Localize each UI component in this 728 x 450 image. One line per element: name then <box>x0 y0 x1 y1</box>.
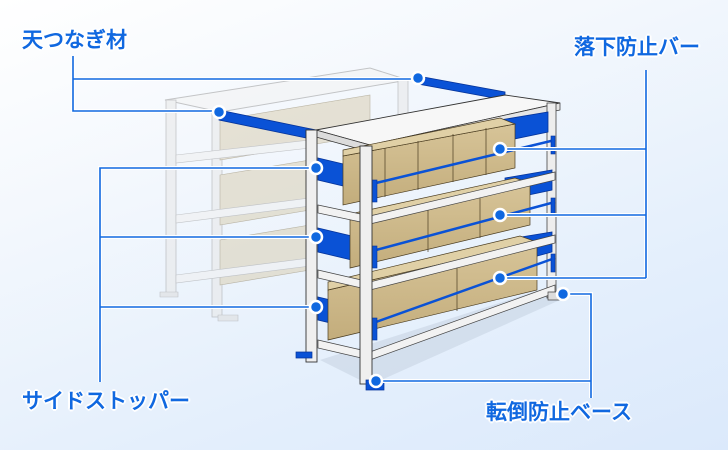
dot-fall-bar-1 <box>492 141 508 157</box>
dot-side-stopper-2 <box>308 229 324 245</box>
dot-base-front <box>368 373 384 389</box>
callout-dots <box>211 70 571 389</box>
label-fall-prevention-bar: 落下防止バー <box>574 35 700 59</box>
dot-fall-bar-3 <box>492 270 508 286</box>
dot-side-stopper-1 <box>308 160 324 176</box>
label-tip-prevention-base: 転倒防止ベース <box>486 400 632 424</box>
label-top-tie: 天つなぎ材 <box>22 28 127 52</box>
top-tie-bar-right <box>417 75 506 101</box>
front-rack <box>295 94 563 391</box>
dot-side-stopper-3 <box>308 299 324 315</box>
dot-top-tie-front <box>211 104 227 120</box>
dot-base-rear <box>555 286 571 302</box>
boxes-shelf-1 <box>342 117 517 206</box>
label-side-stopper: サイドストッパー <box>22 389 190 413</box>
dot-fall-bar-2 <box>492 207 508 223</box>
dot-top-tie-rear <box>410 70 426 86</box>
